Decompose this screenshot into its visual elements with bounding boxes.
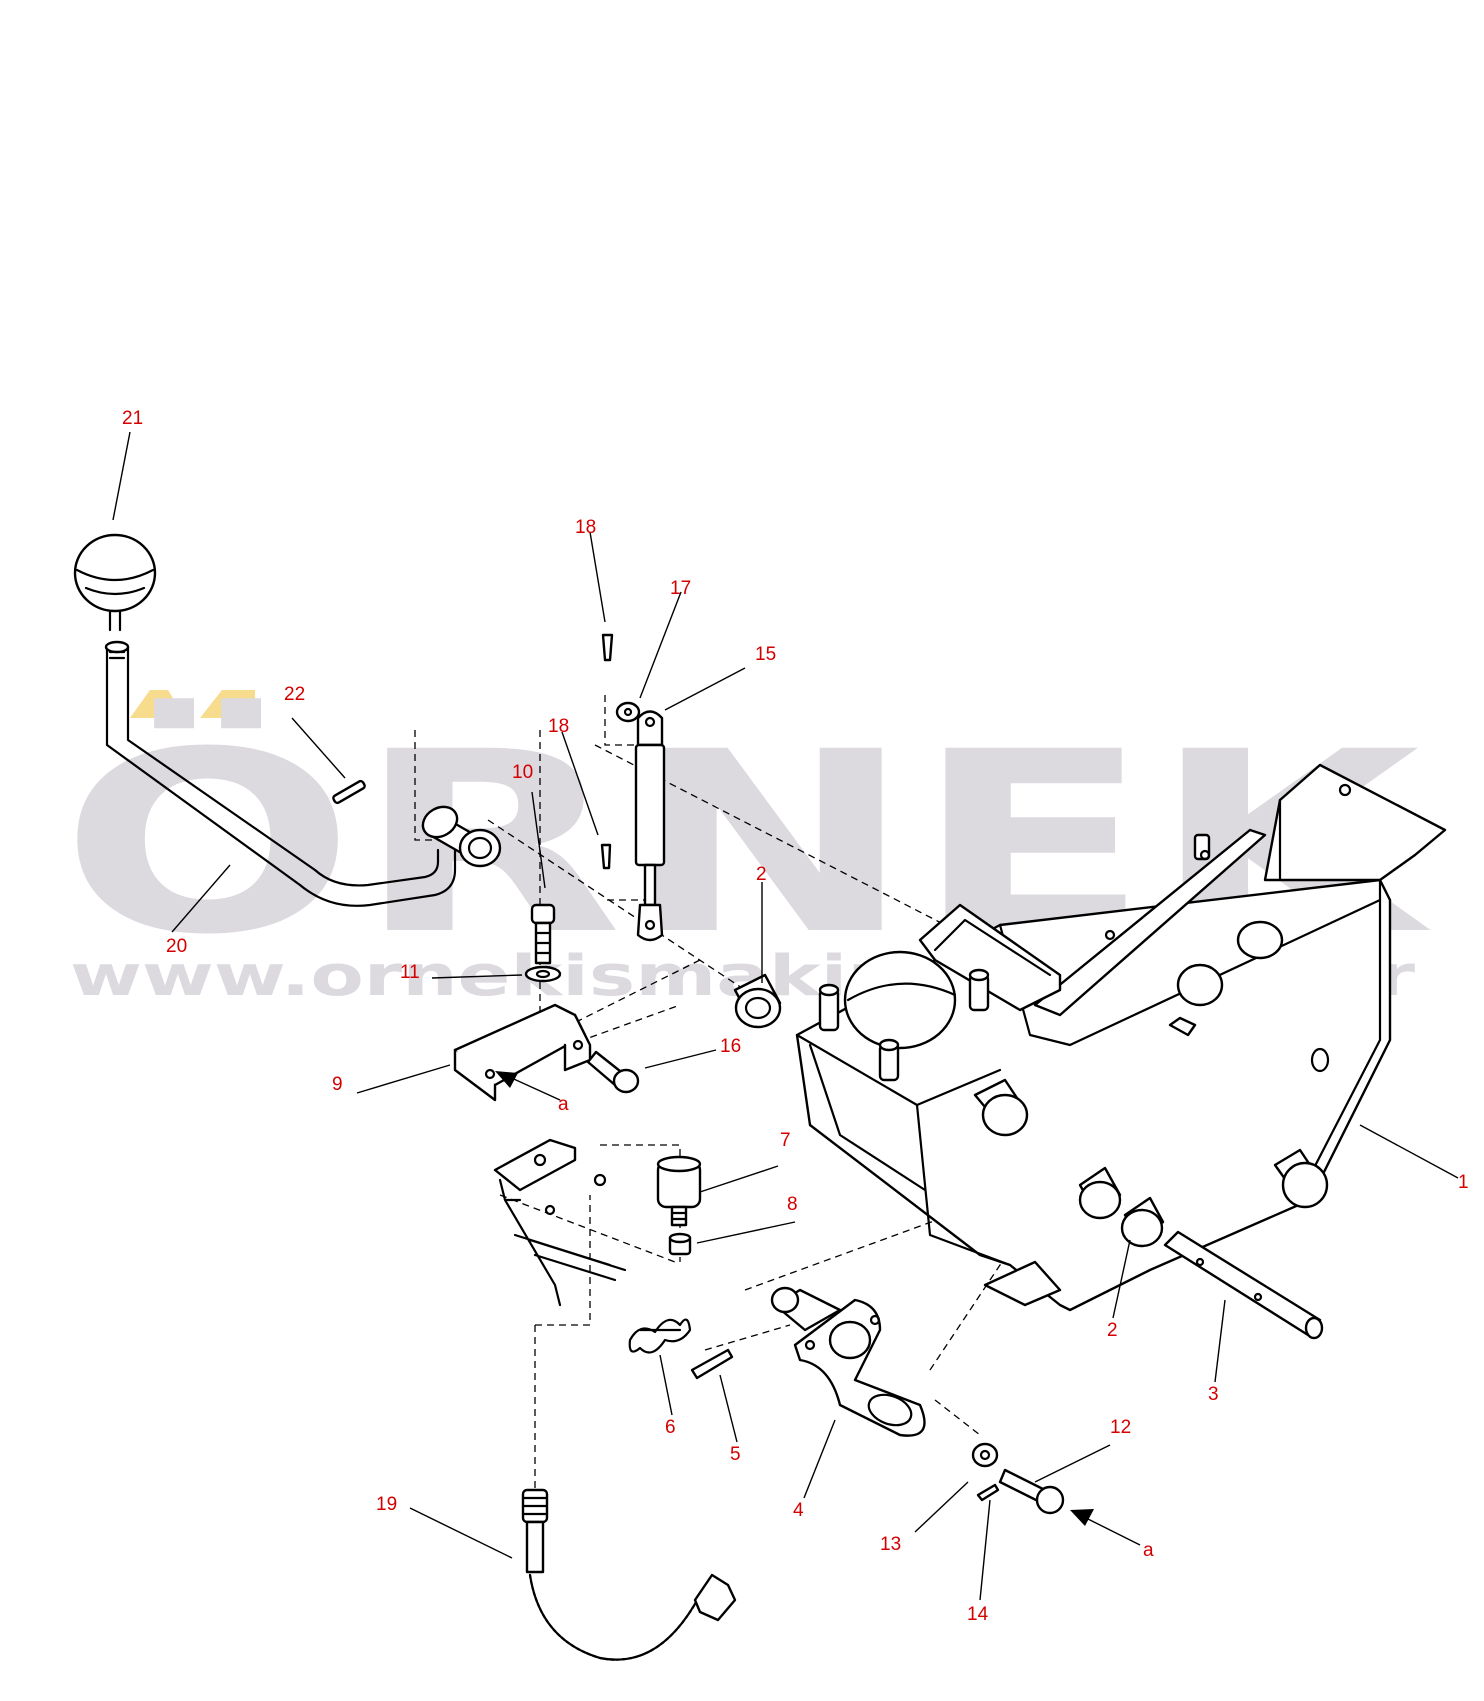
hex-nut (668, 1232, 692, 1256)
callout-5: 5 (730, 1444, 741, 1465)
callout-2-lower: 2 (1107, 1320, 1118, 1341)
spacer (971, 1442, 999, 1468)
return-spring (628, 1318, 692, 1354)
roll-pin (332, 779, 366, 805)
lever-hub-sleeve (421, 805, 502, 868)
callout-22: 22 (284, 684, 305, 705)
cotter-pin-upper (601, 633, 614, 662)
callout-6: 6 (665, 1417, 676, 1438)
cotter-pin-lower (600, 843, 612, 870)
watermark-umlaut-right (200, 690, 255, 718)
callout-20: 20 (166, 936, 187, 957)
bushing-lower-1 (1078, 1166, 1122, 1220)
callout-12: 12 (1110, 1417, 1131, 1438)
callout-3: 3 (1208, 1384, 1219, 1405)
callout-15: 15 (755, 644, 776, 665)
lever-rod (104, 640, 457, 907)
callout-21: 21 (122, 408, 143, 429)
callout-19: 19 (376, 1494, 397, 1515)
pivot-shaft (1163, 1230, 1324, 1340)
callout-a-upper: a (558, 1094, 569, 1115)
clevis-bracket (453, 1003, 592, 1102)
callout-18-lower: 18 (548, 716, 569, 737)
callout-8: 8 (787, 1194, 798, 1215)
adjuster-knob (656, 1155, 702, 1227)
control-knob (73, 533, 157, 632)
callout-9: 9 (332, 1074, 343, 1095)
callout-11: 11 (400, 962, 420, 983)
callout-a-lower: a (1143, 1540, 1154, 1561)
callout-18-upper: 18 (575, 517, 596, 538)
washer (615, 701, 641, 723)
callout-14: 14 (967, 1604, 989, 1625)
callout-10: 10 (512, 762, 533, 783)
control-cable (521, 1488, 737, 1661)
callout-2-upper: 2 (756, 864, 767, 885)
spring-pin (690, 1348, 734, 1380)
callout-4: 4 (793, 1500, 804, 1521)
cotter-pin-small (976, 1483, 1000, 1502)
main-housing (795, 763, 1447, 1312)
leader-lines (112, 431, 1459, 1601)
callout-16: 16 (720, 1036, 741, 1057)
shoulder-bolt (998, 1468, 1065, 1515)
callout-13: 13 (880, 1534, 901, 1555)
watermark-umlaut-left (130, 690, 185, 718)
cap-screw (524, 903, 562, 983)
callout-1: 1 (1458, 1172, 1469, 1193)
pedal-arm (770, 1286, 926, 1437)
callout-labels: 1 2 2 3 4 5 6 7 8 9 10 11 12 13 14 15 16… (122, 408, 1469, 1625)
bushing-lower-2 (1120, 1196, 1165, 1248)
callout-17: 17 (670, 578, 691, 599)
mounting-plate (493, 1138, 627, 1307)
arrow-a-upper (495, 1071, 561, 1101)
callout-7: 7 (780, 1130, 791, 1151)
arrow-a-lower (1070, 1509, 1141, 1546)
gas-strut (634, 710, 666, 942)
bushing-upper (733, 973, 782, 1029)
clevis-pin (586, 1050, 640, 1094)
